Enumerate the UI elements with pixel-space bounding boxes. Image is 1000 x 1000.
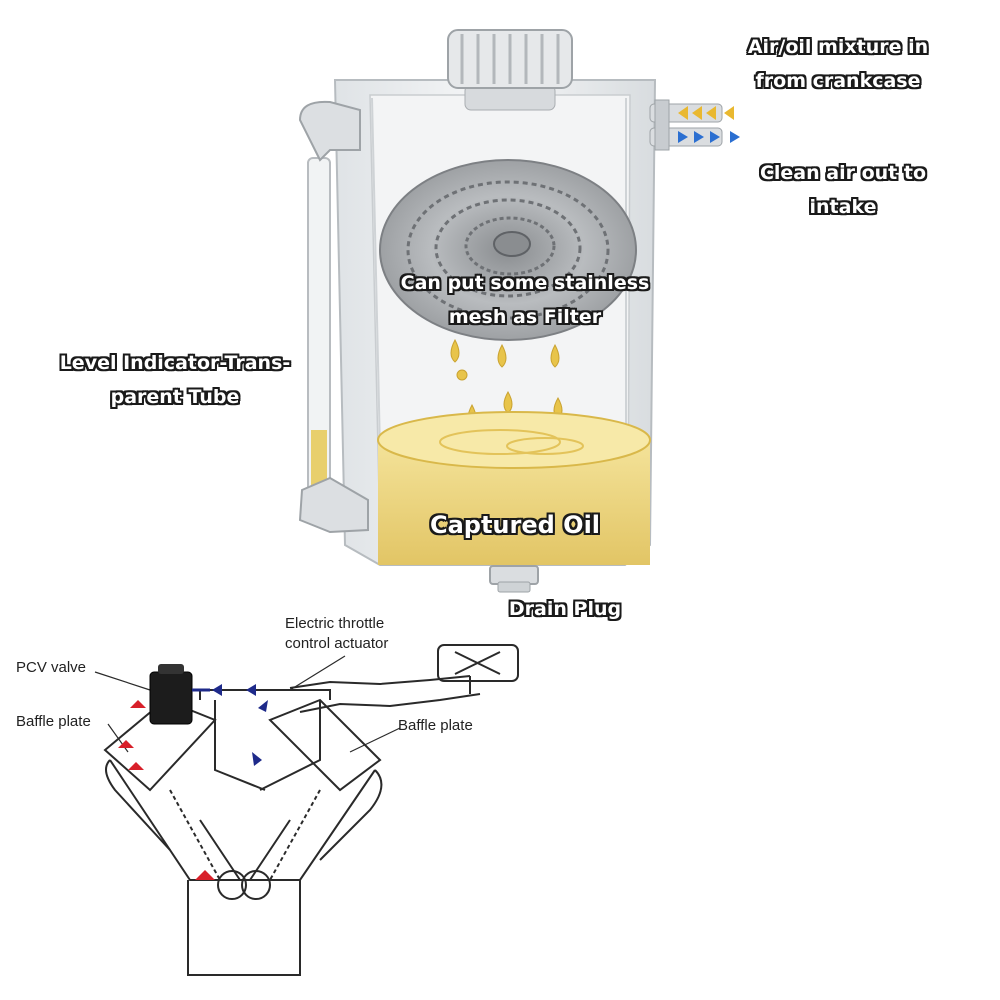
label-mesh-filter: Can put some stainless mesh as Filter — [400, 272, 650, 328]
label-level-indicator: Level Indicator-Trans- parent Tube — [59, 352, 291, 408]
clean-air-out-arrows — [678, 131, 740, 143]
label-air-oil-in: Air/oil mixture in from crankcase — [747, 36, 929, 92]
label-captured-oil: Captured Oil — [429, 511, 601, 539]
label-clean-air-out: Clean air out to intake — [759, 162, 927, 218]
label-baffle-plate-left: Baffle plate — [16, 713, 91, 730]
drain-plug — [489, 565, 539, 593]
label-pcv-valve: PCV valve — [16, 659, 87, 676]
dirty-flow-arrows — [118, 700, 215, 880]
filler-cap — [447, 29, 573, 111]
label-electric-throttle: Electric throttle control actuator — [285, 615, 389, 652]
engine-schematic — [94, 644, 519, 976]
engine-catch-can — [149, 664, 210, 725]
air-oil-in-arrows — [678, 106, 734, 120]
label-baffle-plate-right: Baffle plate — [398, 717, 473, 734]
stainless-mesh-filter — [379, 159, 637, 341]
label-drain-plug: Drain Plug — [508, 598, 622, 620]
clean-flow-arrows — [212, 684, 268, 766]
level-indicator-tube — [298, 100, 369, 534]
captured-oil-reservoir — [377, 411, 651, 565]
